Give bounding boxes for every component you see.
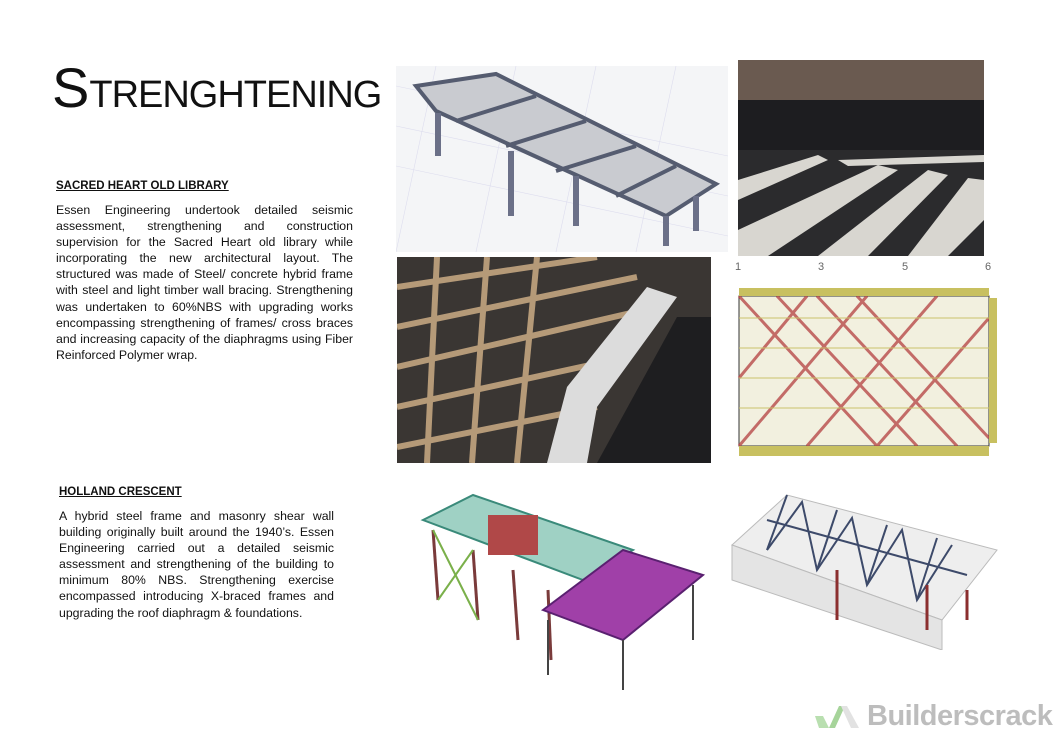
grid-label: 5 xyxy=(902,261,909,273)
watermark-text: Builderscrack xyxy=(867,700,1053,732)
holland-crescent-render-image xyxy=(727,490,1001,650)
page-title: STRENGHTENING xyxy=(52,56,382,119)
holland-crescent-3d-model-image xyxy=(413,490,713,706)
library-interior-photo xyxy=(738,60,984,256)
library-bracing-plan-drawing: 1 3 5 6 xyxy=(717,258,1005,463)
section-heading-holland-crescent: HOLLAND CRESCENT xyxy=(59,486,182,498)
grid-label: 6 xyxy=(985,261,992,273)
library-3d-model-image xyxy=(396,66,728,252)
grid-label: 3 xyxy=(818,261,825,273)
library-roof-photo xyxy=(397,257,711,463)
section-heading-sacred-heart: SACRED HEART OLD LIBRARY xyxy=(56,180,229,192)
section-body-sacred-heart: Essen Engineering undertook detailed sei… xyxy=(56,203,353,362)
grid-label: 1 xyxy=(735,261,742,273)
builderscrack-watermark: Builderscrack xyxy=(815,700,1053,733)
section-body-holland-crescent: A hybrid steel frame and masonry shear w… xyxy=(59,509,334,620)
builderscrack-logo-icon xyxy=(815,705,859,728)
